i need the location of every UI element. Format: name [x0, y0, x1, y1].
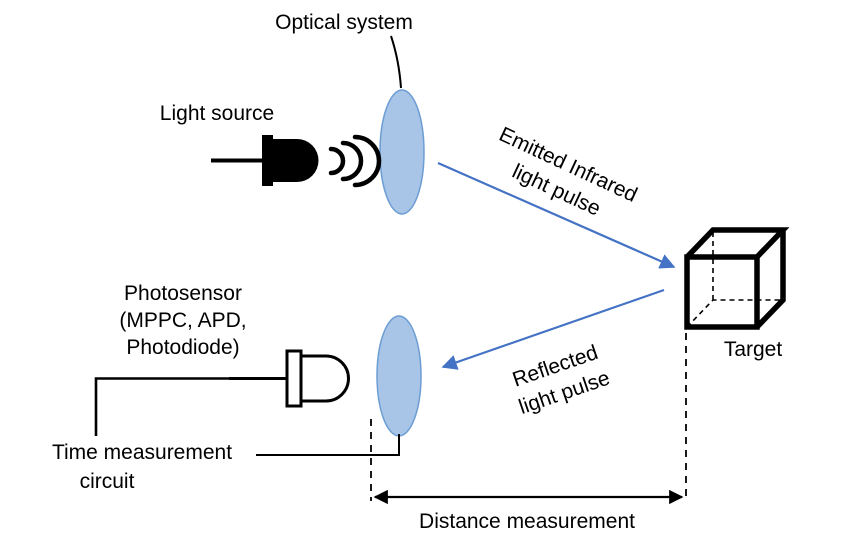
target-cube-solid-edges [684, 227, 790, 330]
photosensor-label-line1: Photosensor [124, 282, 242, 305]
led-icon [211, 134, 382, 188]
light-source-label: Light source [160, 102, 274, 125]
led-body [273, 139, 319, 182]
led-flange [262, 135, 273, 186]
emission-arc-2 [340, 140, 364, 182]
reflected-pulse-arrow [441, 288, 665, 370]
photosensor-label: Photosensor (MPPC, APD, Photodiode) [119, 282, 246, 359]
distance-measurement-label: Distance measurement [419, 510, 635, 533]
emitter-lens [379, 89, 425, 215]
light-emission-arcs-icon [328, 134, 382, 188]
photosensor-icon [229, 349, 350, 408]
receiver-lens-callout-line [256, 434, 400, 456]
optical-system-label: Optical system [275, 11, 413, 34]
time-circuit-wire [94, 377, 229, 436]
optical-system-callout-line [390, 35, 402, 89]
photosensor-flange [285, 349, 303, 408]
emitted-pulse-arrow [437, 161, 676, 269]
photosensor-body [299, 354, 350, 403]
photosensor-label-line2: (MPPC, APD, [119, 309, 246, 332]
emission-arc-1 [328, 146, 346, 176]
photosensor-label-line3: Photodiode) [126, 336, 239, 359]
emission-arc-3 [352, 134, 382, 188]
time-circuit-label: Time measurement circuit [52, 441, 232, 493]
receiver-lens [376, 315, 422, 437]
time-circuit-label-line1: Time measurement [52, 441, 232, 464]
target-label: Target [724, 338, 783, 361]
emitted-pulse-label: Emitted Infrared light pulse [496, 123, 641, 221]
time-circuit-label-line2: circuit [80, 470, 135, 493]
target-cube-icon [684, 227, 790, 330]
reflected-pulse-label: Reflected light pulse [510, 341, 613, 419]
